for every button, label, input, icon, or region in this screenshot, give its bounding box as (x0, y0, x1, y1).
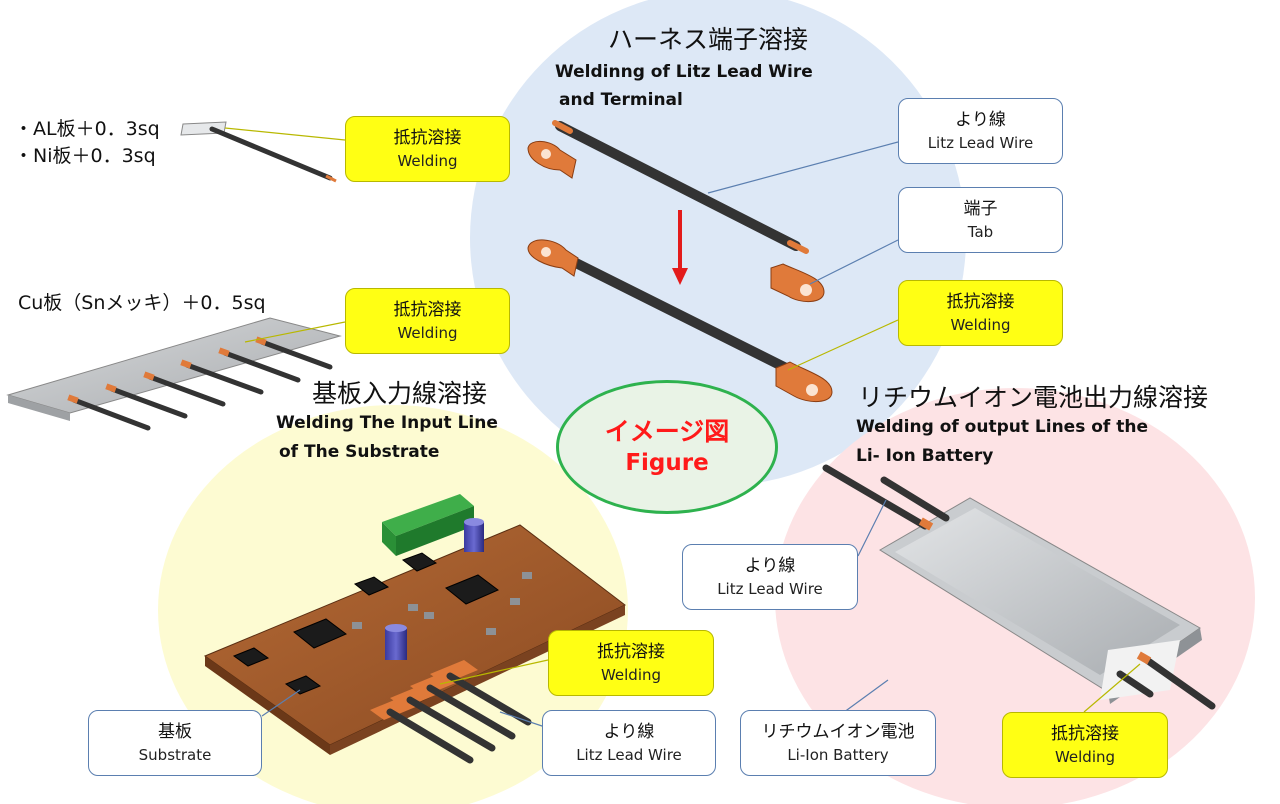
welding-callout-cu: 抵抗溶接 Welding (345, 288, 510, 354)
al-plate-spec: ・AL板＋0．3sq (14, 118, 160, 140)
callout-jp: 抵抗溶接 (946, 292, 1015, 312)
callout-jp: より線 (603, 722, 655, 742)
battery-title-en-line2: Li- Ion Battery (856, 446, 994, 466)
callout-jp: 抵抗溶接 (393, 300, 462, 320)
harness-assembled (527, 239, 833, 402)
callout-en: Welding (600, 666, 662, 684)
figure-badge-jp: イメージ図 (604, 417, 730, 446)
callout-en: Litz Lead Wire (576, 746, 682, 764)
litz-wire-callout-harness: より線 Litz Lead Wire (898, 98, 1063, 164)
callout-jp: リチウムイオン電池 (761, 722, 915, 742)
callout-jp: 抵抗溶接 (393, 128, 462, 148)
li-ion-battery-callout: リチウムイオン電池 Li-Ion Battery (740, 710, 936, 776)
litz-wire-callout-battery: より線 Litz Lead Wire (682, 544, 858, 610)
leader-line (787, 319, 899, 371)
substrate-title-en-line2: of The Substrate (279, 442, 440, 462)
callout-en: Li-Ion Battery (787, 746, 889, 764)
leader-line (1083, 663, 1141, 713)
battery-title-en-line1: Welding of output Lines of the (856, 417, 1148, 437)
litz-wire-callout-substrate: より線 Litz Lead Wire (542, 710, 716, 776)
cu-plate-spec: Cu板（Snメッキ）＋0．5sq (18, 292, 266, 314)
leader-line (261, 689, 301, 717)
callout-en: Welding (397, 152, 458, 170)
li-ion-battery (822, 464, 1216, 710)
callout-en: Welding (397, 324, 458, 342)
figure-badge: イメージ図 Figure (556, 380, 778, 514)
substrate-title-en-line1: Welding The Input Line (276, 413, 498, 433)
leader-line (439, 659, 549, 685)
figure-badge-en: Figure (625, 450, 709, 476)
callout-jp: 抵抗溶接 (1051, 724, 1119, 744)
callout-jp: より線 (744, 556, 796, 576)
al-ni-plate-sample (180, 121, 337, 183)
cu-plate-sample (6, 317, 342, 431)
substrate-title-jp: 基板入力線溶接 (312, 379, 488, 408)
harness-zone-background (470, 0, 966, 486)
assembly-arrow (672, 210, 688, 285)
harness-before-assembly (527, 120, 825, 302)
leader-line (244, 321, 346, 343)
callout-en: Substrate (138, 746, 212, 764)
ni-plate-spec: ・Ni板＋0．3sq (14, 145, 156, 167)
substrate-callout: 基板 Substrate (88, 710, 262, 776)
callout-jp: 基板 (158, 722, 192, 742)
welding-callout-harness: 抵抗溶接 Welding (898, 280, 1063, 346)
harness-title-en-line2: and Terminal (559, 90, 683, 110)
battery-title-jp: リチウムイオン電池出力線溶接 (858, 383, 1209, 412)
leader-line (224, 127, 346, 141)
harness-title-jp: ハーネス端子溶接 (608, 25, 809, 54)
tab-callout: 端子 Tab (898, 187, 1063, 253)
leader-line (857, 499, 887, 557)
callout-en: Welding (950, 316, 1011, 334)
harness-title-en-line1: Weldinng of Litz Lead Wire (555, 62, 813, 82)
callout-en: Litz Lead Wire (927, 134, 1034, 152)
welding-callout-al-ni: 抵抗溶接 Welding (345, 116, 510, 182)
callout-en: Tab (967, 223, 994, 241)
callout-jp: より線 (955, 110, 1006, 130)
callout-jp: 抵抗溶接 (597, 642, 665, 662)
callout-en: Welding (1054, 748, 1116, 766)
leader-line (809, 239, 899, 285)
callout-en: Litz Lead Wire (717, 580, 823, 598)
leader-line (499, 711, 549, 729)
welding-callout-battery: 抵抗溶接 Welding (1002, 712, 1168, 778)
leader-line (707, 141, 899, 194)
welding-callout-substrate: 抵抗溶接 Welding (548, 630, 714, 696)
callout-jp: 端子 (963, 199, 998, 219)
